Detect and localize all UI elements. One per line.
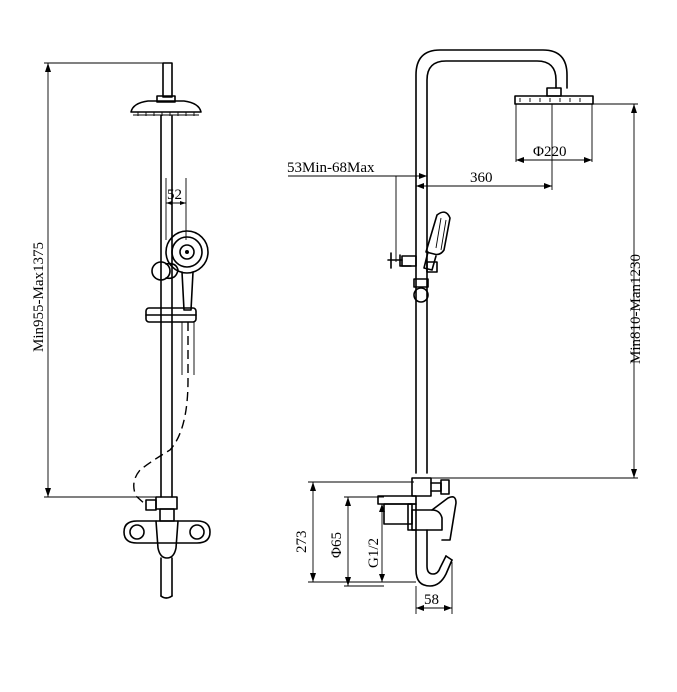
slide-width-label: 52 bbox=[167, 187, 182, 203]
head-diameter-label: Φ220 bbox=[533, 144, 566, 160]
side-view: Φ220 360 53Min-68Max Min810-Man1230 bbox=[287, 49, 644, 614]
escutcheon-diameter-label: Φ65 bbox=[329, 532, 345, 558]
arm-reach-label: 360 bbox=[470, 170, 493, 186]
head-height-label: Min810-Man1230 bbox=[628, 254, 644, 364]
arm-offset-label: 53Min-68Max bbox=[287, 160, 375, 176]
spout-offset-label: 58 bbox=[424, 592, 439, 608]
front-view: Min955-Max1375 52 bbox=[31, 62, 211, 599]
thread-label: G1/2 bbox=[366, 538, 382, 568]
mixer-height-label: 273 bbox=[294, 531, 310, 554]
total-height-label: Min955-Max1375 bbox=[31, 242, 47, 352]
